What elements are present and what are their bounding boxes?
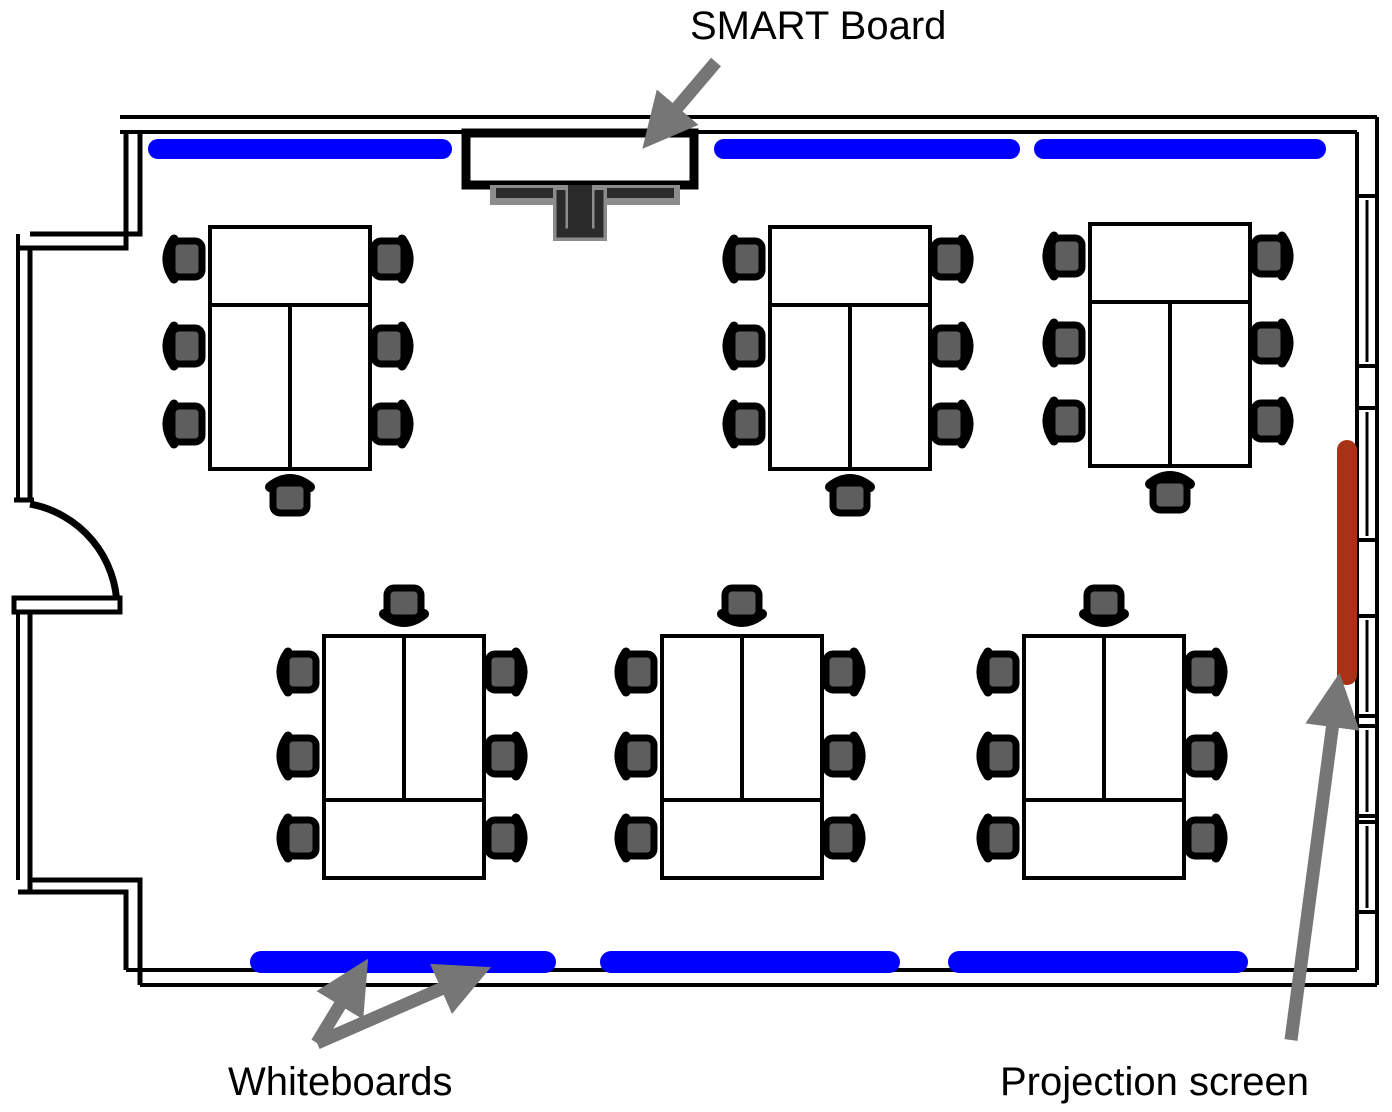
whiteboard[interactable] (600, 951, 900, 973)
whiteboards-label: Whiteboards (228, 1060, 453, 1104)
smart-board-fixture[interactable] (461, 128, 699, 241)
table-cluster[interactable] (1047, 224, 1289, 510)
projection-screen-arrow (1284, 672, 1360, 1041)
whiteboard-group-bottom (250, 951, 1248, 973)
entry-door[interactable] (11, 500, 123, 615)
table-cluster[interactable] (281, 588, 523, 878)
smart-board-label: SMART Board (690, 4, 947, 48)
whiteboard[interactable] (948, 951, 1248, 973)
annotation-arrows (311, 57, 1360, 1049)
smart-board-panel (461, 128, 699, 190)
smart-board-arrow (642, 57, 721, 149)
table-cluster[interactable] (981, 588, 1223, 878)
table-cluster[interactable] (619, 588, 861, 878)
projection-screen-label: Projection screen (1000, 1060, 1310, 1104)
whiteboards-arrow-left (311, 958, 369, 1047)
table-cluster[interactable] (167, 227, 409, 513)
whiteboard[interactable] (1034, 139, 1326, 159)
whiteboards-arrow-right (314, 963, 492, 1049)
smart-board-column (568, 185, 592, 231)
projection-screen[interactable] (1337, 440, 1357, 685)
window-panes (1355, 194, 1379, 914)
whiteboard-group-top (148, 139, 1326, 159)
whiteboard[interactable] (250, 951, 556, 973)
table-cluster[interactable] (727, 227, 969, 513)
whiteboard[interactable] (148, 139, 452, 159)
whiteboard[interactable] (714, 139, 1020, 159)
